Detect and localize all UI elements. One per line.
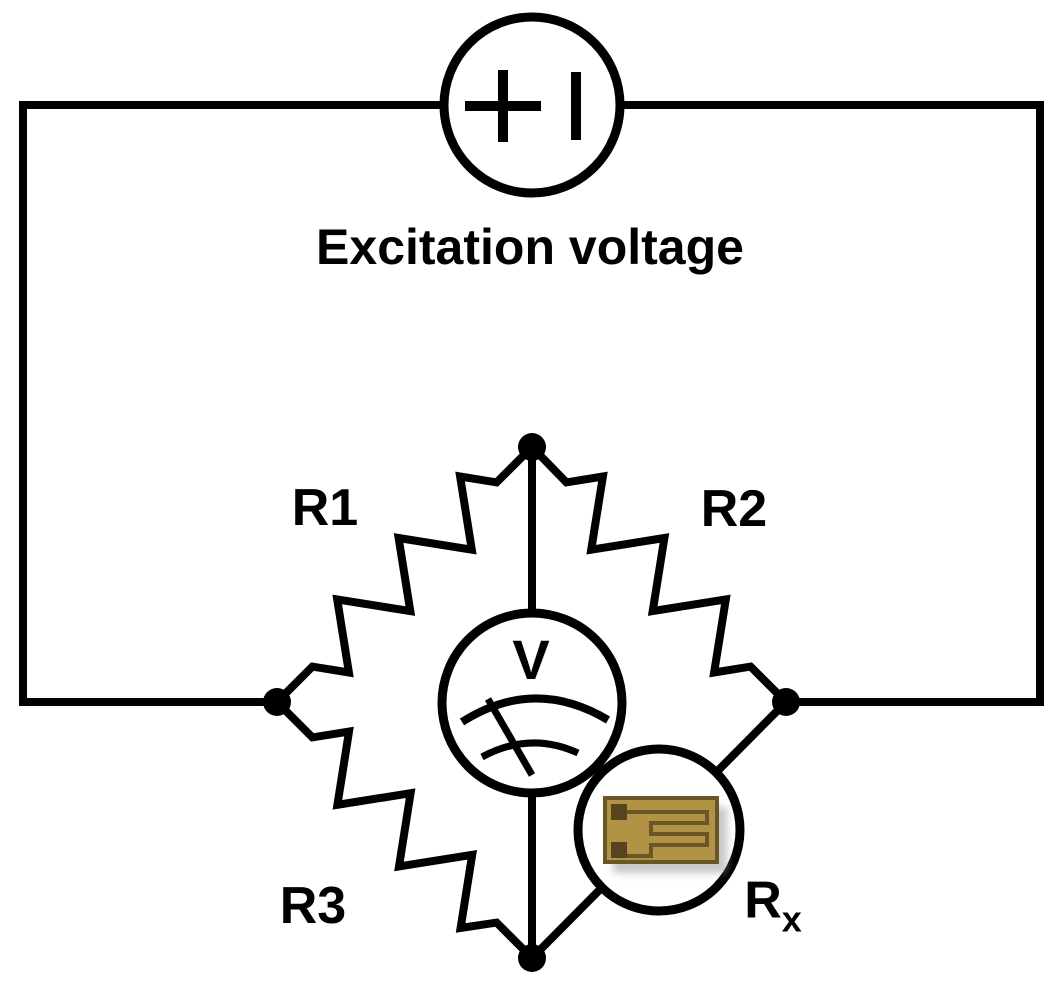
node-dot-left [263,688,291,716]
excitation-voltage-label: Excitation voltage [316,219,744,275]
strain-gauge-grid [627,810,709,858]
resistor-r2-zigzag [529,444,789,705]
rx-base: R [744,871,782,930]
resistor-r3-label: R3 [279,877,347,935]
rx-subscript: x [781,898,802,940]
strain-gauge-icon [603,796,727,873]
resistor-r1-zigzag [274,444,535,705]
node-dot-bottom [518,944,546,972]
voltmeter-scale-icon [459,694,611,777]
strain-gauge-pad-top [611,804,627,820]
strain-gauge-pad-bottom [611,842,627,858]
resistor-r2-label: R2 [700,480,768,538]
node-dot-right [772,688,800,716]
voltmeter-circle [437,608,627,798]
voltmeter-letter: V [512,628,550,691]
node-dot-top [518,433,546,461]
resistor-rx-label: Rx [744,875,802,938]
resistor-r3-zigzag [274,699,535,961]
plus-icon [465,70,541,142]
voltmeter-needle [484,697,536,777]
resistor-r1-label: R1 [291,479,359,537]
